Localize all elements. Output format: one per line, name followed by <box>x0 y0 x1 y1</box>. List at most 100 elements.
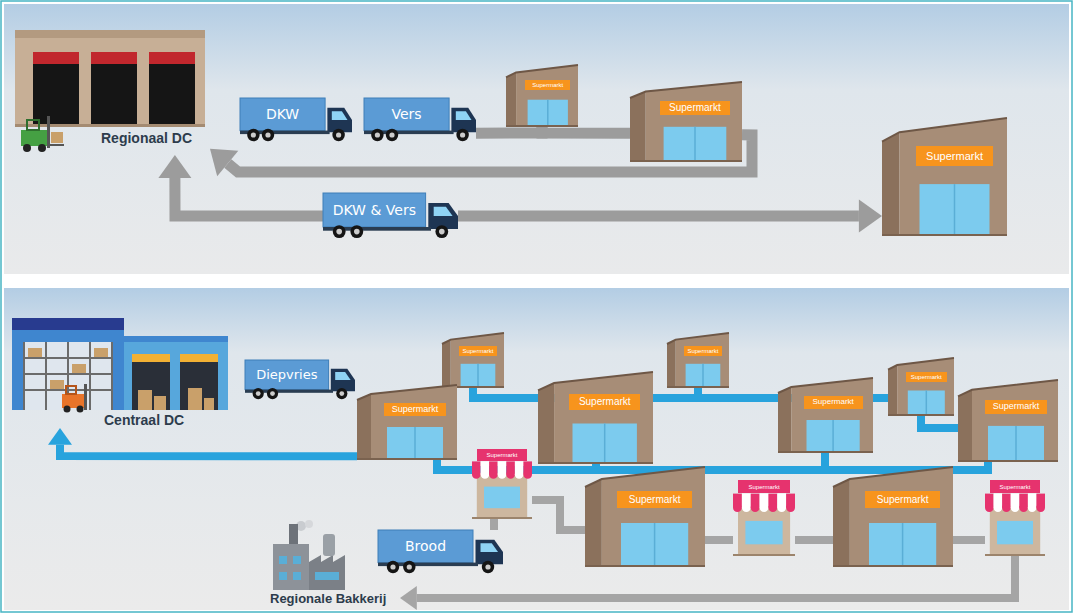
shape-rect <box>149 52 195 64</box>
shape-circle <box>336 132 341 137</box>
shape-rect <box>66 386 76 394</box>
shape-circle <box>247 129 259 141</box>
shape-rect <box>50 144 64 146</box>
shape-line <box>954 184 956 236</box>
shape-polygon <box>850 467 953 567</box>
shape-circle <box>305 520 313 528</box>
shape-circle <box>336 229 342 235</box>
shape-line <box>702 364 704 388</box>
shape-polygon <box>791 378 873 453</box>
building-label: Centraal DC <box>104 412 184 429</box>
shape-rect <box>990 506 1040 556</box>
shape-polygon <box>897 358 954 416</box>
shape-circle <box>742 503 751 512</box>
shape-circle <box>407 564 412 569</box>
shape-circle <box>371 129 383 141</box>
truck-label: Brood <box>378 530 473 563</box>
delivery-route <box>705 540 733 541</box>
shape-polygon <box>442 340 451 388</box>
shape-circle <box>1028 503 1037 512</box>
shape-polygon <box>538 383 554 464</box>
route-line <box>60 445 357 457</box>
shape-circle <box>760 503 769 512</box>
shape-rect <box>621 523 688 567</box>
shape-circle <box>350 225 363 238</box>
truck-label: DKW & Vers <box>323 193 426 227</box>
delivery-route <box>158 155 323 216</box>
shape-line <box>832 420 834 453</box>
delivery-route <box>494 519 495 530</box>
supermarket-illustration <box>506 65 578 127</box>
shape-rect <box>180 354 218 410</box>
shape-polygon <box>371 385 457 460</box>
shape-rect <box>154 396 166 410</box>
supermarket-building: Supermarkt <box>778 378 873 453</box>
shape-polygon <box>778 387 791 453</box>
shape-circle <box>1011 503 1020 512</box>
shape-polyline <box>442 333 504 344</box>
shape-rect <box>180 354 218 362</box>
shape-circle <box>733 503 742 512</box>
shape-rect <box>28 348 42 357</box>
shape-rect <box>958 460 1058 462</box>
shape-polygon <box>676 333 729 388</box>
shape-circle <box>23 144 31 152</box>
shape-circle <box>498 470 507 479</box>
bottom-panel <box>4 288 1069 610</box>
shape-polygon <box>900 118 1008 236</box>
shape-line <box>902 523 904 567</box>
store-sign: Supermarkt <box>738 480 790 493</box>
shape-circle <box>460 132 465 137</box>
shape-circle <box>472 470 481 479</box>
shape-line <box>477 364 479 388</box>
building-label: Regionale Bakkerij <box>270 591 386 607</box>
supermarket-illustration <box>888 358 954 416</box>
shape-rect <box>461 364 496 388</box>
shape-circle <box>267 388 278 399</box>
shape-rect <box>132 354 170 410</box>
shape-rect <box>988 426 1044 462</box>
shape-circle <box>489 470 498 479</box>
shape-circle <box>769 503 778 512</box>
shape-polygon <box>434 207 453 216</box>
supermarket-illustration <box>882 118 1007 236</box>
supermarket-building: Supermarkt <box>888 358 954 416</box>
shape-rect <box>12 326 124 410</box>
shape-polygon <box>667 340 676 388</box>
store-sign: Supermarkt <box>525 80 570 91</box>
shape-rect <box>33 52 79 126</box>
delivery-route <box>458 199 882 232</box>
shape-rect <box>833 565 953 567</box>
shape-polygon <box>646 82 742 162</box>
shape-circle <box>256 391 261 396</box>
shape-circle <box>375 132 380 137</box>
shape-rect <box>323 534 335 556</box>
building-label: Regionaal DC <box>101 130 192 147</box>
supermarket-illustration <box>833 467 953 567</box>
shape-polyline <box>506 65 578 77</box>
supermarket-building: Supermarkt <box>733 478 795 556</box>
shape-circle <box>332 129 344 141</box>
shape-rect <box>869 523 936 567</box>
route-line <box>921 416 958 428</box>
shape-polygon <box>481 543 499 552</box>
shape-rect <box>21 130 47 146</box>
route-line <box>705 536 733 544</box>
shape-circle <box>506 470 515 479</box>
shape-rect <box>315 572 339 580</box>
shape-circle <box>251 132 256 137</box>
store-sign: Supermarkt <box>459 346 497 355</box>
route-line <box>458 210 859 221</box>
shape-circle <box>354 229 360 235</box>
shape-circle <box>403 561 415 573</box>
route-line <box>175 178 323 216</box>
delivery-truck: DKW & Vers <box>323 193 458 239</box>
supermarket-building: Supermarkt <box>833 467 953 567</box>
supermarket-building: Supermarkt <box>630 82 742 162</box>
shape-rect <box>630 160 742 162</box>
shape-line <box>414 427 416 460</box>
shape-circle <box>751 503 760 512</box>
shape-rect <box>138 390 152 410</box>
shape-rect <box>686 364 721 388</box>
shape-circle <box>333 225 346 238</box>
